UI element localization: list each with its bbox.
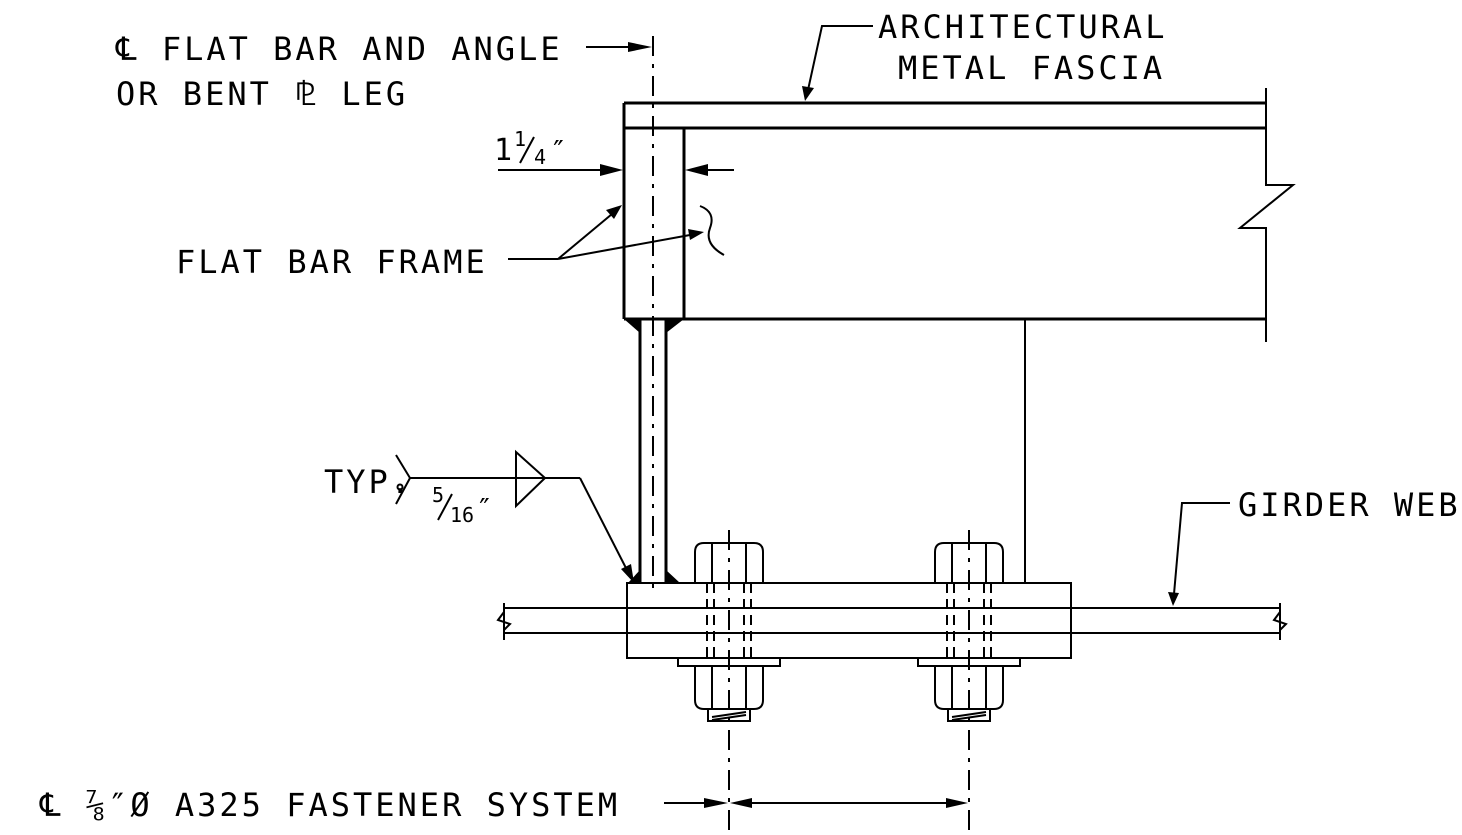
- weld-symbol: [395, 449, 634, 583]
- connection-plate: [626, 582, 1072, 659]
- architectural-metal-fascia: [622, 88, 1296, 342]
- label-flat-bar-frame: FLAT BAR FRAME: [176, 243, 488, 281]
- svg-text:″: ″: [476, 492, 493, 525]
- leader-girder-web: [1168, 502, 1230, 606]
- svg-text:1: 1: [514, 127, 526, 151]
- leader-fastener-system: [664, 798, 968, 808]
- svg-text:5: 5: [432, 483, 444, 507]
- girder-web-plate: [496, 603, 1288, 640]
- svg-text:4: 4: [534, 145, 546, 169]
- dimension-text-frame-width: 1 1 4 ″: [494, 127, 567, 169]
- leader-centerline-flat-bar: [586, 42, 652, 52]
- label-girder-web: GIRDER WEB: [1238, 486, 1461, 524]
- leader-flat-bar-frame: [508, 205, 725, 260]
- svg-text:1: 1: [494, 133, 512, 168]
- label-bent-plate-leg: OR BENT ⅊ LEG: [116, 75, 408, 113]
- label-fascia-line2: METAL FASCIA: [898, 49, 1165, 87]
- label-typ: TYP.: [324, 463, 413, 501]
- dimension-frame-width: [498, 164, 734, 176]
- label-fascia-line1: ARCHITECTURAL: [878, 8, 1167, 46]
- label-fastener-system: ℄ ⅞″Ø A325 FASTENER SYSTEM: [39, 786, 620, 824]
- label-centerline-flat-bar: ℄ FLAT BAR AND ANGLE: [115, 30, 563, 68]
- leader-fascia: [802, 25, 873, 101]
- flat-bar-leg: [624, 319, 684, 583]
- dimension-text-weld-size: 5 16 ″: [432, 483, 493, 527]
- svg-text:16: 16: [450, 503, 474, 527]
- svg-text:″: ″: [550, 134, 567, 167]
